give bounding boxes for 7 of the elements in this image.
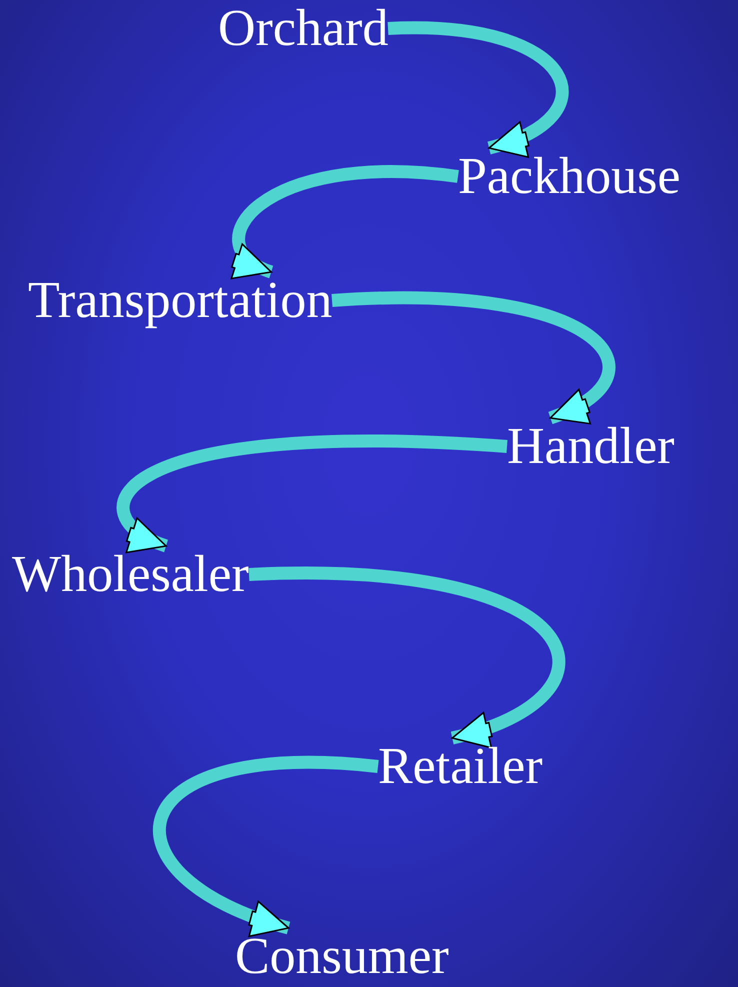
stage-label: Retailer (378, 738, 543, 796)
stage-label: Handler (507, 418, 674, 476)
stage-label: Orchard (218, 0, 388, 58)
stage-label: Consumer (235, 928, 449, 986)
stage-label: Wholesaler (12, 546, 249, 604)
stage-label: Transportation (28, 272, 332, 330)
stage-label: Packhouse (458, 148, 680, 206)
